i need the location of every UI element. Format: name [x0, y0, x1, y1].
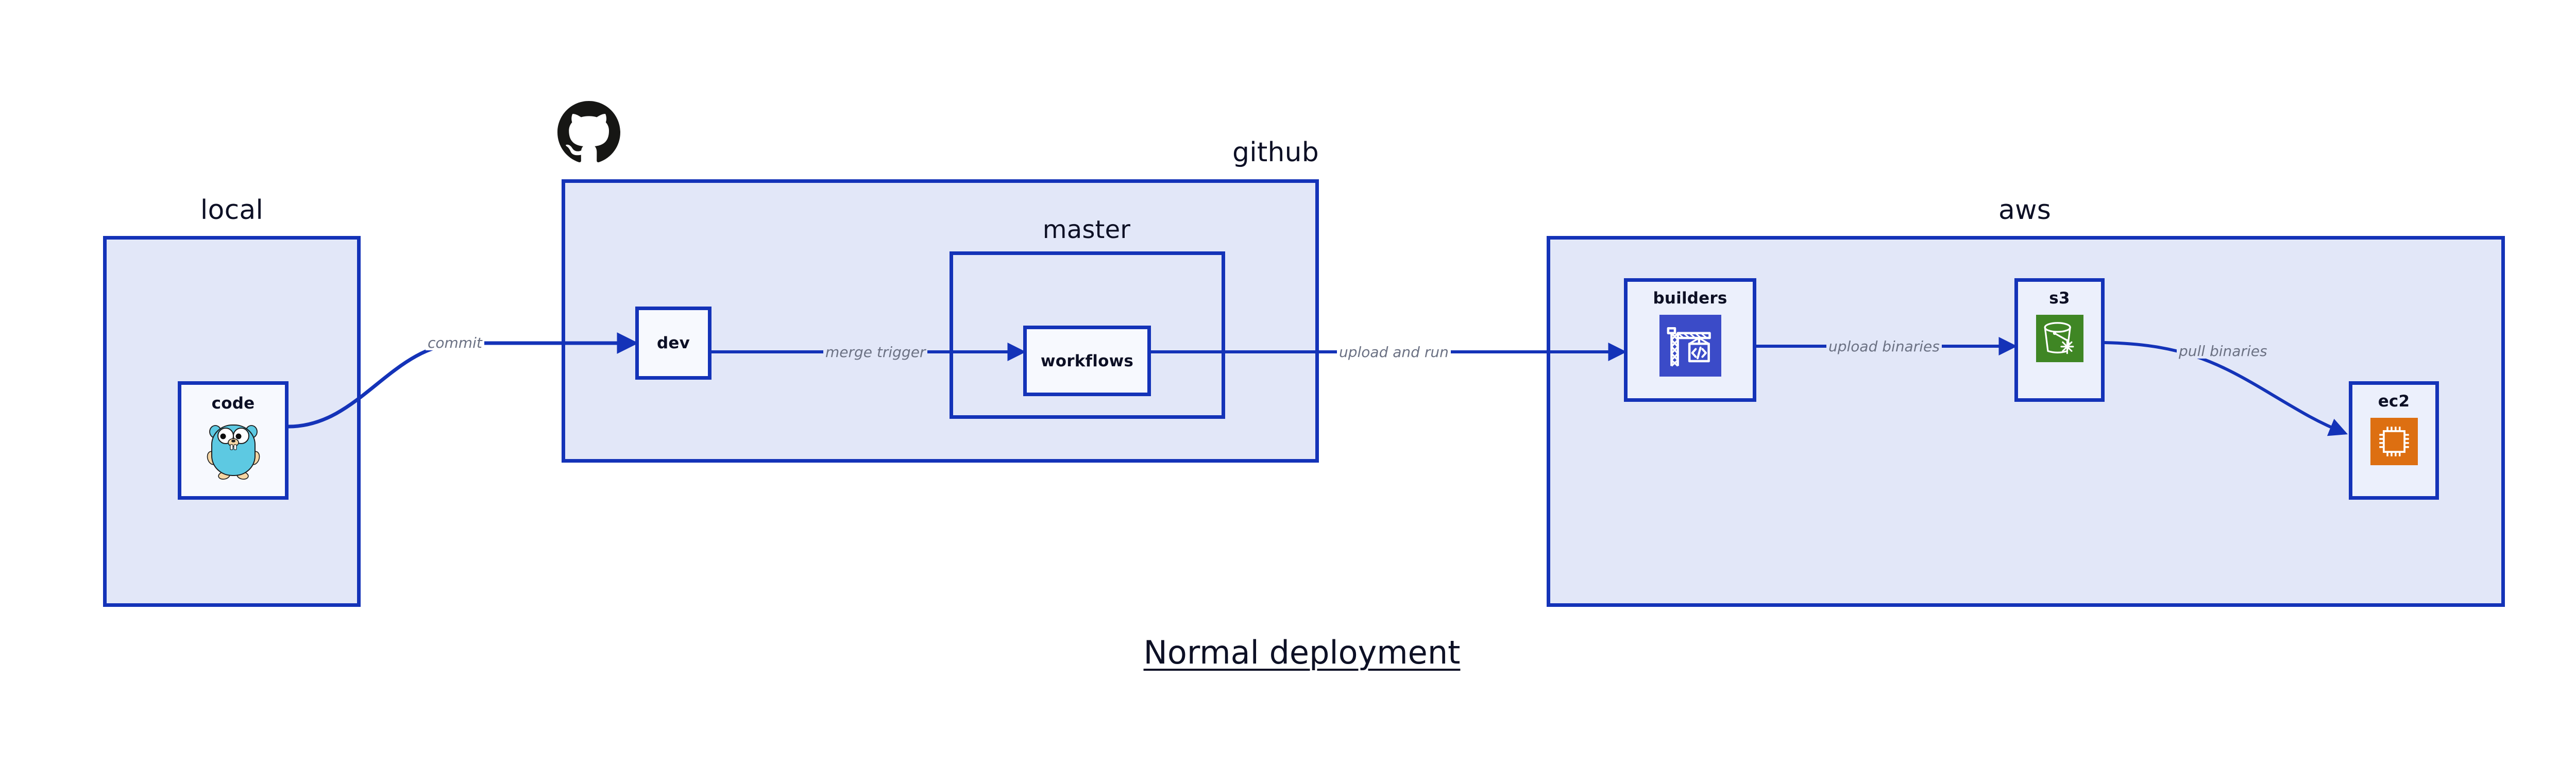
node-builders[interactable]: builders — [1624, 278, 1756, 402]
edge-label-commit: commit — [426, 336, 484, 350]
aws-codebuild-icon — [1659, 315, 1721, 379]
edge-label-pull-binaries: pull binaries — [2177, 344, 2269, 359]
node-ec2[interactable]: ec2 — [2349, 381, 2439, 500]
node-s3[interactable]: s3 — [2014, 278, 2105, 402]
node-label-code: code — [211, 394, 255, 413]
diagram-title: Normal deployment — [1143, 634, 1461, 671]
aws-ec2-chip-icon — [2370, 418, 2418, 467]
edge-label-merge-trigger: merge trigger — [823, 345, 928, 360]
go-gopher-icon — [205, 419, 262, 482]
edge-label-upload-binaries: upload binaries — [1826, 339, 1942, 354]
group-label-master: master — [1042, 215, 1131, 244]
group-label-github: github — [1232, 137, 1319, 168]
node-label-dev: dev — [656, 334, 690, 352]
node-label-s3: s3 — [2049, 289, 2070, 308]
group-label-aws: aws — [1998, 195, 2052, 226]
node-label-workflows: workflows — [1040, 351, 1134, 370]
node-workflows[interactable]: workflows — [1023, 326, 1151, 396]
node-dev[interactable]: dev — [635, 307, 711, 380]
node-code[interactable]: code — [178, 381, 289, 500]
node-label-ec2: ec2 — [2378, 392, 2410, 411]
group-label-local: local — [200, 195, 264, 226]
edge-label-upload-and-run: upload and run — [1337, 345, 1451, 360]
aws-s3-bucket-icon — [2036, 315, 2083, 364]
node-label-builders: builders — [1653, 289, 1727, 308]
github-octocat-icon — [557, 101, 620, 164]
